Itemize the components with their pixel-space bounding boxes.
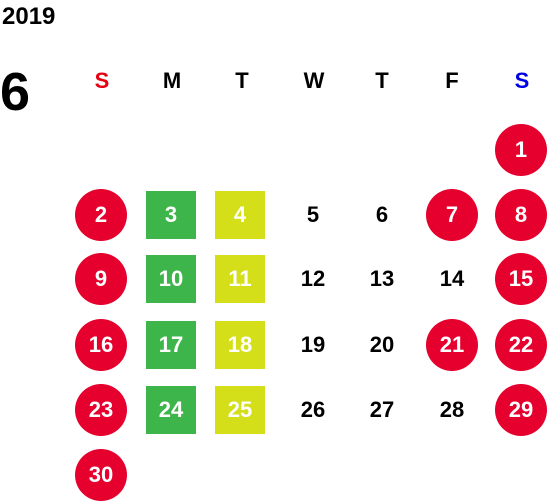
day-cell-monday: 3 xyxy=(146,191,196,239)
day-cell-thursday: 6 xyxy=(375,202,389,227)
weekday-saturday: S xyxy=(514,68,530,93)
day-cell-friday: 28 xyxy=(439,397,465,422)
day-cell-tuesday: 25 xyxy=(215,386,265,434)
day-cell-monday: 17 xyxy=(146,321,196,369)
day-cell-tuesday: 4 xyxy=(215,191,265,239)
day-cell-saturday: 29 xyxy=(495,384,547,436)
day-cell-saturday: 1 xyxy=(495,124,547,176)
day-cell-wednesday: 26 xyxy=(300,397,326,422)
weekday-friday: F xyxy=(445,68,459,93)
weekday-monday: M xyxy=(162,68,182,93)
day-cell-thursday: 13 xyxy=(369,266,395,291)
day-cell-sunday: 9 xyxy=(75,253,127,305)
day-cell-friday: 7 xyxy=(426,189,478,241)
day-cell-tuesday: 18 xyxy=(215,321,265,369)
day-cell-monday: 24 xyxy=(146,386,196,434)
weekday-sunday: S xyxy=(94,68,110,93)
weekday-thursday: T xyxy=(375,68,389,93)
day-cell-monday: 10 xyxy=(146,255,196,303)
day-cell-sunday: 23 xyxy=(75,384,127,436)
weekday-wednesday: W xyxy=(303,68,325,93)
weekday-tuesday: T xyxy=(235,68,249,93)
day-cell-saturday: 15 xyxy=(495,253,547,305)
day-cell-saturday: 22 xyxy=(495,319,547,371)
year-label: 2019 xyxy=(2,3,56,30)
day-cell-sunday: 16 xyxy=(75,319,127,371)
day-cell-thursday: 27 xyxy=(369,397,395,422)
day-cell-wednesday: 5 xyxy=(306,202,320,227)
day-cell-wednesday: 12 xyxy=(300,266,326,291)
day-cell-saturday: 8 xyxy=(495,189,547,241)
day-cell-friday: 21 xyxy=(426,319,478,371)
day-cell-sunday: 2 xyxy=(75,189,127,241)
day-cell-tuesday: 11 xyxy=(215,255,265,303)
day-cell-sunday: 30 xyxy=(75,449,127,501)
day-cell-friday: 14 xyxy=(439,266,465,291)
day-cell-thursday: 20 xyxy=(369,332,395,357)
month-label: 6 xyxy=(0,62,31,122)
day-cell-wednesday: 19 xyxy=(300,332,326,357)
